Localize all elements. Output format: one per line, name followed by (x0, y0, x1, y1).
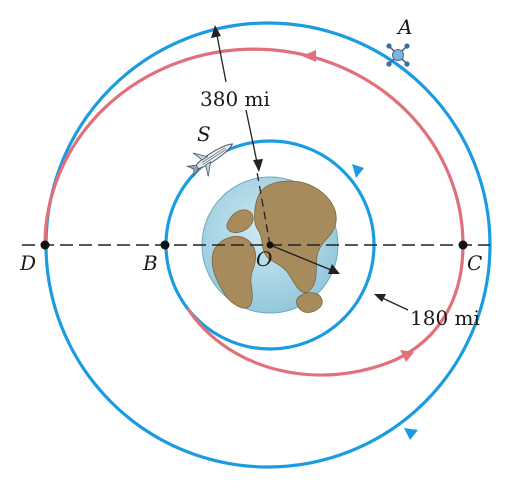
inner-orbit-direction-arrow (352, 164, 364, 178)
dimension-380-arrowhead-bottom (253, 159, 263, 172)
transfer-upper-direction-arrow (302, 50, 316, 62)
label-380-mi: 380 mi (200, 87, 270, 111)
earth-radius-arrow (269, 244, 337, 273)
point-D-marker (40, 240, 50, 250)
label-S: S (197, 122, 211, 146)
satellite-icon (386, 43, 410, 67)
space-shuttle-icon (185, 143, 234, 178)
earth-radius-arrowhead (328, 264, 340, 274)
transfer-orbit-upper (43, 47, 465, 246)
label-D: D (19, 251, 36, 275)
earth-landmass-north (254, 180, 337, 293)
label-A: A (396, 15, 412, 39)
label-B: B (142, 251, 158, 275)
label-180-mi: 180 mi (410, 306, 480, 330)
earth-landmass-south (211, 236, 256, 309)
transfer-orbit-lower (186, 244, 465, 377)
dimension-180-arrowhead (374, 294, 386, 302)
earth-landmass-east (296, 292, 323, 313)
transfer-lower-direction-arrow (400, 350, 414, 362)
point-C-marker (458, 240, 468, 250)
earth (201, 176, 339, 314)
dimension-380-line-top (215, 29, 227, 83)
label-C: C (467, 251, 482, 275)
dimension-380-arrowhead-top (211, 25, 221, 38)
point-O-marker (266, 241, 274, 249)
dimension-380-line-bottom (245, 109, 259, 168)
outer-orbit-direction-arrow (404, 428, 418, 440)
earth-landmass-west (226, 209, 254, 233)
label-O: O (256, 247, 272, 271)
point-B-marker (160, 240, 170, 250)
